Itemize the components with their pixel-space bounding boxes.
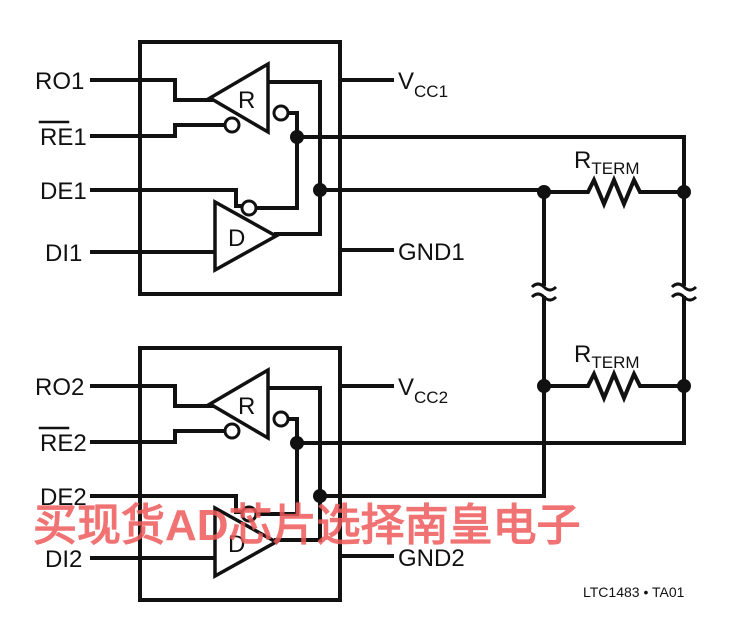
rterm-bottom-main: R bbox=[574, 341, 591, 368]
bus-a-bottom-junction bbox=[537, 379, 551, 393]
bus-b-line-top bbox=[295, 135, 686, 192]
bus-b-top-junction bbox=[677, 185, 691, 199]
driver-1-symbol bbox=[213, 199, 280, 273]
tx2-b-internal-wire bbox=[254, 417, 299, 516]
rterm-top-sub: TERM bbox=[591, 159, 639, 178]
transceiver-1-package bbox=[138, 40, 342, 296]
bus-a-line-bottom bbox=[318, 382, 546, 498]
pin-ro1-label: RO1 bbox=[35, 68, 84, 95]
pin-re2-label: RE2 bbox=[40, 430, 87, 457]
bus-b-bottom-junction bbox=[677, 379, 691, 393]
tx2-a-internal-wire bbox=[266, 386, 322, 498]
rterm-top-resistor bbox=[542, 174, 686, 210]
receiver-2-input-bubble bbox=[272, 410, 290, 428]
pin-vcc1-sub: CC1 bbox=[414, 82, 448, 101]
figure-caption: LTC1483 • TA01 bbox=[583, 584, 685, 600]
pin-di1-label: DI1 bbox=[45, 240, 82, 267]
re1-pin-wire bbox=[90, 123, 228, 138]
receiver-1-input-bubble bbox=[272, 104, 290, 122]
pin-de2-label: DE2 bbox=[40, 484, 87, 511]
pin-re1-label: RE1 bbox=[40, 124, 87, 151]
de2-pin-wire bbox=[90, 494, 244, 514]
receiver-1-enable-bubble bbox=[223, 116, 241, 134]
pin-re1-name: RE bbox=[40, 124, 73, 151]
bus-network: RTERM RTERM bbox=[295, 135, 698, 498]
receiver-2-label: R bbox=[238, 393, 255, 420]
pin-vcc1-label: VCC1 bbox=[398, 68, 448, 101]
pin-gnd2-label: GND2 bbox=[398, 545, 465, 572]
rterm-top-main: R bbox=[574, 147, 591, 174]
receiver-2-enable-bubble bbox=[223, 422, 241, 440]
transceiver-2-package bbox=[138, 346, 342, 602]
pin-vcc2-sub: CC2 bbox=[414, 388, 448, 407]
driver-2-symbol bbox=[213, 505, 280, 579]
receiver-1-symbol bbox=[206, 60, 270, 136]
transceiver-2: R D RO2 RE2 DE2 DI2 VCC2 GND2 bbox=[35, 346, 465, 602]
ro1-pin-wire bbox=[90, 78, 214, 102]
de1-pin-wire bbox=[90, 188, 244, 208]
bus-a-top-junction bbox=[537, 185, 551, 199]
re2-pin-wire bbox=[90, 429, 228, 444]
bus-a-break-mark bbox=[530, 282, 558, 302]
pin-de1-label: DE1 bbox=[40, 178, 87, 205]
pin-re2-name: RE bbox=[40, 430, 73, 457]
receiver-1-label: R bbox=[238, 87, 255, 114]
watermark-text: 买现货AD芯片选择南皇电子 bbox=[33, 501, 581, 550]
rterm-top-label: RTERM bbox=[574, 147, 640, 178]
pin-ro2-label: RO2 bbox=[35, 374, 84, 401]
pin-re1-suffix: 1 bbox=[73, 124, 86, 151]
pin-gnd1-label: GND1 bbox=[398, 239, 465, 266]
rterm-bottom-resistor bbox=[542, 368, 686, 404]
pin-di2-label: DI2 bbox=[45, 546, 82, 573]
tx2-a-driver-wire bbox=[274, 494, 322, 542]
transceiver-1: R D RO1 RE1 DE1 DI1 VCC1 GND1 bbox=[35, 40, 465, 296]
pin-vcc1-main: V bbox=[398, 68, 414, 95]
pin-re2-suffix: 2 bbox=[73, 430, 86, 457]
ro2-pin-wire bbox=[90, 384, 214, 408]
pin-vcc2-label: VCC2 bbox=[398, 374, 448, 407]
bus-b-break-mark bbox=[670, 282, 698, 302]
receiver-2-symbol bbox=[206, 366, 270, 442]
rterm-bottom-label: RTERM bbox=[574, 341, 640, 372]
driver-2-label: D bbox=[228, 531, 245, 558]
driver-1-label: D bbox=[228, 225, 245, 252]
pin-vcc2-main: V bbox=[398, 374, 414, 401]
bus-b-line-bottom bbox=[295, 382, 686, 445]
driver-1-enable-bubble bbox=[240, 199, 258, 217]
tx1-b-internal-wire bbox=[254, 111, 299, 210]
driver-2-enable-bubble bbox=[240, 505, 258, 523]
rterm-bottom-sub: TERM bbox=[591, 353, 639, 372]
tx1-a-driver-wire bbox=[274, 188, 322, 236]
tx1-a-internal-wire bbox=[266, 80, 322, 192]
